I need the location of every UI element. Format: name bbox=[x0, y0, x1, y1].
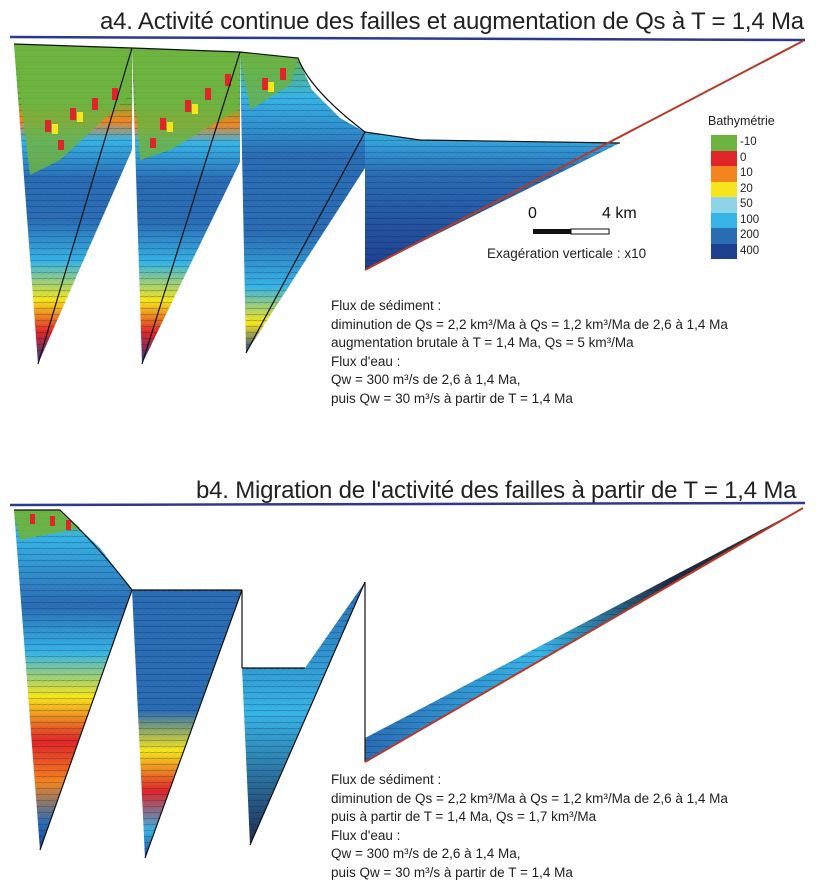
legend-swatch bbox=[711, 228, 737, 244]
legend-swatch bbox=[711, 181, 737, 197]
scale-label-zero: 0 bbox=[528, 205, 537, 222]
legend-label: 20 bbox=[740, 182, 753, 195]
scale-bar bbox=[533, 228, 610, 235]
panel-a-note-line: puis Qw = 30 m³/s à partir de T = 1,4 Ma bbox=[331, 390, 573, 406]
panel-a-title: a4. Activité continue des failles et aug… bbox=[100, 8, 804, 35]
legend-label: 0 bbox=[740, 151, 747, 164]
panel-a-section bbox=[9, 35, 806, 365]
panel-b-notes: Flux de sédiment : diminution de Qs = 2,… bbox=[331, 771, 728, 882]
panel-b-note-line: diminution de Qs = 2,2 km³/Ma à Qs = 1,2… bbox=[331, 790, 728, 806]
panel-a-note-line: augmentation brutale à T = 1,4 Ma, Qs = … bbox=[331, 335, 634, 350]
legend-item: 50 bbox=[711, 197, 791, 213]
legend-swatch bbox=[711, 212, 737, 228]
legend-swatch bbox=[711, 243, 737, 259]
panel-b-basement bbox=[364, 507, 804, 763]
legend-label: 100 bbox=[740, 213, 760, 226]
legend-label: 50 bbox=[740, 198, 753, 210]
vertical-exaggeration-label: Exagération verticale : x10 bbox=[487, 246, 647, 261]
panel-a-notes: Flux de sédiment : diminution de Qs = 2,… bbox=[331, 297, 728, 408]
legend-item: 400 bbox=[711, 243, 791, 259]
panel-a-note-line: Flux de sédiment : bbox=[331, 298, 442, 313]
legend-label: 10 bbox=[740, 167, 753, 179]
panel-a-basement bbox=[364, 40, 804, 271]
legend-swatch bbox=[711, 135, 737, 151]
legend-item: 20 bbox=[711, 181, 791, 197]
panel-a-note-line: diminution de Qs = 2,2 km³/Ma à Qs = 1,2… bbox=[331, 316, 728, 332]
panel-a-note-line: Flux d'eau : bbox=[331, 353, 401, 369]
scale-label-distance: 4 km bbox=[602, 205, 637, 222]
legend-item: 200 bbox=[711, 228, 791, 244]
panel-b-sea-level bbox=[9, 501, 806, 507]
panel-b-section bbox=[9, 501, 806, 859]
panel-b-note-line: puis Qw = 30 m³/s à partir de T = 1,4 Ma bbox=[331, 864, 573, 880]
panel-b-note-line: Flux de sédiment : bbox=[331, 772, 442, 787]
legend-swatch bbox=[711, 150, 737, 166]
panel-b-note-line: puis à partir de T = 1,4 Ma, Qs = 1,7 km… bbox=[331, 809, 597, 824]
legend-item: 10 bbox=[711, 166, 791, 182]
panel-a-note-line: Qw = 300 m³/s de 2,6 à 1,4 Ma, bbox=[331, 372, 521, 387]
legend-item: -10 bbox=[711, 135, 791, 151]
legend-label: 200 bbox=[740, 229, 760, 241]
legend-title: Bathymétrie bbox=[708, 114, 775, 128]
panel-b-note-line: Qw = 300 m³/s de 2,6 à 1,4 Ma, bbox=[331, 846, 521, 861]
legend-label: -10 bbox=[740, 136, 757, 148]
panel-b-title: b4. Migration de l'activité des failles … bbox=[196, 477, 797, 504]
legend-item: 0 bbox=[711, 150, 791, 166]
legend-label: 400 bbox=[740, 244, 760, 257]
legend-item: 100 bbox=[711, 212, 791, 228]
legend-swatch bbox=[711, 166, 737, 182]
panel-b-note-line: Flux d'eau : bbox=[331, 827, 401, 843]
legend-swatch bbox=[711, 197, 737, 213]
panel-a-sea-level bbox=[9, 35, 806, 42]
